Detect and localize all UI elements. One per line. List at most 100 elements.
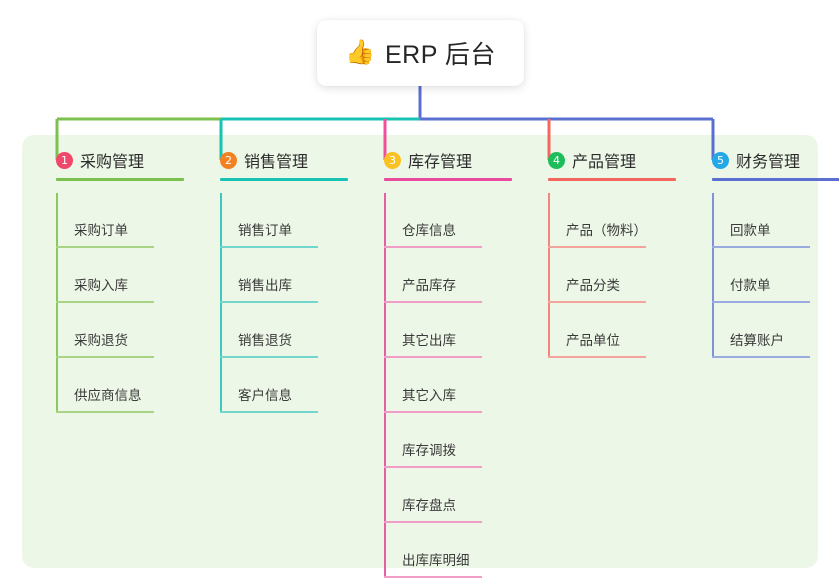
branch-leaf-list: 采购订单采购入库采购退货供应商信息 <box>40 193 204 413</box>
branch-leaf-list: 销售订单销售出库销售退货客户信息 <box>204 193 368 413</box>
leaf-node-label: 回款单 <box>730 223 771 238</box>
leaf-node-underline <box>712 356 810 358</box>
branch-spine <box>548 193 550 358</box>
branch-title: 销售管理 <box>244 154 309 171</box>
branch-column: 4 产品管理产品（物料） 产品分类产品单位 <box>532 145 696 358</box>
root-node[interactable]: 👍 ERP 后台 <box>317 20 524 86</box>
leaf-node-label: 库存调拨 <box>402 443 456 458</box>
leaf-node[interactable]: 采购退货 <box>56 303 204 358</box>
branch-spine <box>712 193 714 358</box>
leaf-node-label: 采购订单 <box>74 223 128 238</box>
leaf-node[interactable]: 库存调拨 <box>384 413 532 468</box>
branch-header[interactable]: 5 财务管理 <box>696 145 839 181</box>
branch-leaf-list: 产品（物料） 产品分类产品单位 <box>532 193 696 358</box>
branch-index-badge: 3 <box>384 151 401 169</box>
leaf-node[interactable]: 采购入库 <box>56 248 204 303</box>
leaf-node[interactable]: 客户信息 <box>220 358 368 413</box>
leaf-node-label: 采购退货 <box>74 333 128 348</box>
leaf-node-label: 结算账户 <box>730 333 784 348</box>
branch-leaf-list: 回款单付款单结算账户 <box>696 193 839 358</box>
leaf-node-underline <box>548 246 646 248</box>
branch-title: 库存管理 <box>408 154 473 171</box>
branch-column: 1 采购管理采购订单采购入库采购退货供应商信息 <box>40 145 204 413</box>
leaf-node-label: 出库库明细 <box>402 553 470 568</box>
leaf-node[interactable]: 仓库信息 <box>384 193 532 248</box>
leaf-node-label: 销售订单 <box>238 223 292 238</box>
leaf-node[interactable]: 销售退货 <box>220 303 368 358</box>
leaf-node[interactable]: 产品单位 <box>548 303 696 358</box>
leaf-node[interactable]: 付款单 <box>712 248 839 303</box>
branch-index-badge: 4 <box>548 151 565 169</box>
branch-index-badge: 1 <box>56 151 73 169</box>
branch-header-underline <box>384 178 512 181</box>
leaf-node[interactable]: 供应商信息 <box>56 358 204 413</box>
leaf-node-label: 销售退货 <box>238 333 292 348</box>
leaf-node-underline <box>548 301 646 303</box>
leaf-node-label: 其它入库 <box>402 388 456 403</box>
leaf-node[interactable]: 其它出库 <box>384 303 532 358</box>
leaf-node-underline <box>220 301 318 303</box>
leaf-node-underline <box>712 301 810 303</box>
branch-header[interactable]: 2 销售管理 <box>204 145 368 181</box>
leaf-node[interactable]: 回款单 <box>712 193 839 248</box>
leaf-node[interactable]: 库存盘点 <box>384 468 532 523</box>
branch-title: 采购管理 <box>80 154 145 171</box>
leaf-node-label: 销售出库 <box>238 278 292 293</box>
branch-spine <box>56 193 58 413</box>
thumbs-up-icon: 👍 <box>345 39 375 66</box>
leaf-node-label: 产品（物料） <box>566 223 647 238</box>
leaf-node-underline <box>712 246 810 248</box>
leaf-node[interactable]: 结算账户 <box>712 303 839 358</box>
branch-header-underline <box>548 178 676 181</box>
leaf-node[interactable]: 其它入库 <box>384 358 532 413</box>
branch-index-badge: 2 <box>220 151 237 169</box>
leaf-node-underline <box>384 356 482 358</box>
leaf-node-underline <box>220 246 318 248</box>
leaf-node[interactable]: 产品（物料） <box>548 193 696 248</box>
leaf-node-underline <box>56 301 154 303</box>
branch-spine <box>220 193 222 413</box>
branch-header-underline <box>56 178 184 181</box>
leaf-node-label: 供应商信息 <box>74 388 142 403</box>
branch-header-underline <box>220 178 348 181</box>
leaf-node-underline <box>56 246 154 248</box>
root-node-title: ERP 后台 <box>384 41 496 69</box>
leaf-node-underline <box>384 411 482 413</box>
leaf-node-label: 客户信息 <box>238 388 292 403</box>
leaf-node[interactable]: 采购订单 <box>56 193 204 248</box>
leaf-node-underline <box>220 411 318 413</box>
leaf-node-label: 仓库信息 <box>402 223 456 238</box>
leaf-node-underline <box>220 356 318 358</box>
leaf-node[interactable]: 出库库明细 <box>384 523 532 578</box>
branch-index-badge: 5 <box>712 151 729 169</box>
leaf-node[interactable]: 产品库存 <box>384 248 532 303</box>
branch-header[interactable]: 3 库存管理 <box>368 145 532 181</box>
leaf-node-underline <box>384 521 482 523</box>
leaf-node-underline <box>56 356 154 358</box>
leaf-node-label: 产品分类 <box>566 278 620 293</box>
leaf-node-underline <box>384 466 482 468</box>
branch-column: 2 销售管理销售订单销售出库销售退货客户信息 <box>204 145 368 413</box>
leaf-node-underline <box>384 246 482 248</box>
leaf-node-label: 库存盘点 <box>402 498 456 513</box>
leaf-node-label: 产品单位 <box>566 333 620 348</box>
branch-header[interactable]: 4 产品管理 <box>532 145 696 181</box>
branch-spine <box>384 193 386 578</box>
leaf-node[interactable]: 销售订单 <box>220 193 368 248</box>
leaf-node-underline <box>384 576 482 578</box>
leaf-node[interactable]: 产品分类 <box>548 248 696 303</box>
branch-column: 3 库存管理仓库信息产品库存其它出库其它入库库存调拨库存盘点出库库明细 <box>368 145 532 578</box>
diagram-panel <box>22 135 818 568</box>
branch-title: 财务管理 <box>736 154 801 171</box>
branch-title: 产品管理 <box>572 154 637 171</box>
leaf-node-label: 采购入库 <box>74 278 128 293</box>
branch-header-underline <box>712 178 839 181</box>
leaf-node-label: 产品库存 <box>402 278 456 293</box>
branch-column: 5 财务管理回款单付款单结算账户 <box>696 145 839 358</box>
leaf-node[interactable]: 销售出库 <box>220 248 368 303</box>
leaf-node-underline <box>384 301 482 303</box>
leaf-node-underline <box>548 356 646 358</box>
branch-header[interactable]: 1 采购管理 <box>40 145 204 181</box>
branch-leaf-list: 仓库信息产品库存其它出库其它入库库存调拨库存盘点出库库明细 <box>368 193 532 578</box>
